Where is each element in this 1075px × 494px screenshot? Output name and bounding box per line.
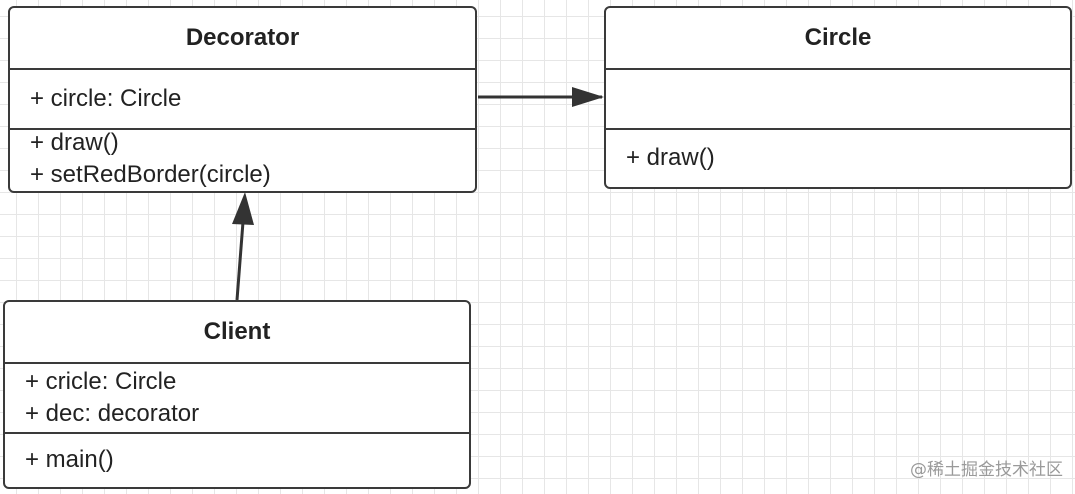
- arrowhead-decorator-to-circle: [572, 87, 604, 107]
- class-client-attribute: + cricle: Circle: [25, 368, 177, 395]
- class-client-attributes: + cricle: Circle + dec: decorator: [5, 364, 469, 434]
- watermark: @稀土掘金技术社区: [910, 460, 1063, 480]
- class-client-methods: + main(): [5, 434, 469, 486]
- class-circle: Circle + draw(): [604, 6, 1072, 189]
- class-client-attribute: + dec: decorator: [25, 400, 200, 427]
- arrowhead-client-to-decorator: [232, 192, 254, 225]
- class-decorator: Decorator + circle: Circle + draw() + se…: [8, 6, 477, 193]
- arrow-client-to-decorator: [235, 221, 245, 301]
- class-circle-method: + draw(): [626, 144, 715, 171]
- class-decorator-method: + setRedBorder(circle): [30, 161, 271, 188]
- class-circle-methods: + draw(): [606, 130, 1070, 186]
- class-decorator-attributes: + circle: Circle: [10, 70, 475, 130]
- class-client: Client + cricle: Circle + dec: decorator…: [3, 300, 471, 489]
- class-decorator-methods: + draw() + setRedBorder(circle): [10, 129, 475, 188]
- class-decorator-method: + draw(): [30, 129, 119, 156]
- class-decorator-attribute: + circle: Circle: [30, 85, 182, 112]
- class-circle-attributes: [606, 70, 1070, 130]
- class-client-method: + main(): [25, 446, 114, 473]
- class-circle-name: Circle: [606, 8, 1070, 70]
- class-client-name: Client: [5, 302, 469, 364]
- class-decorator-name: Decorator: [10, 8, 475, 70]
